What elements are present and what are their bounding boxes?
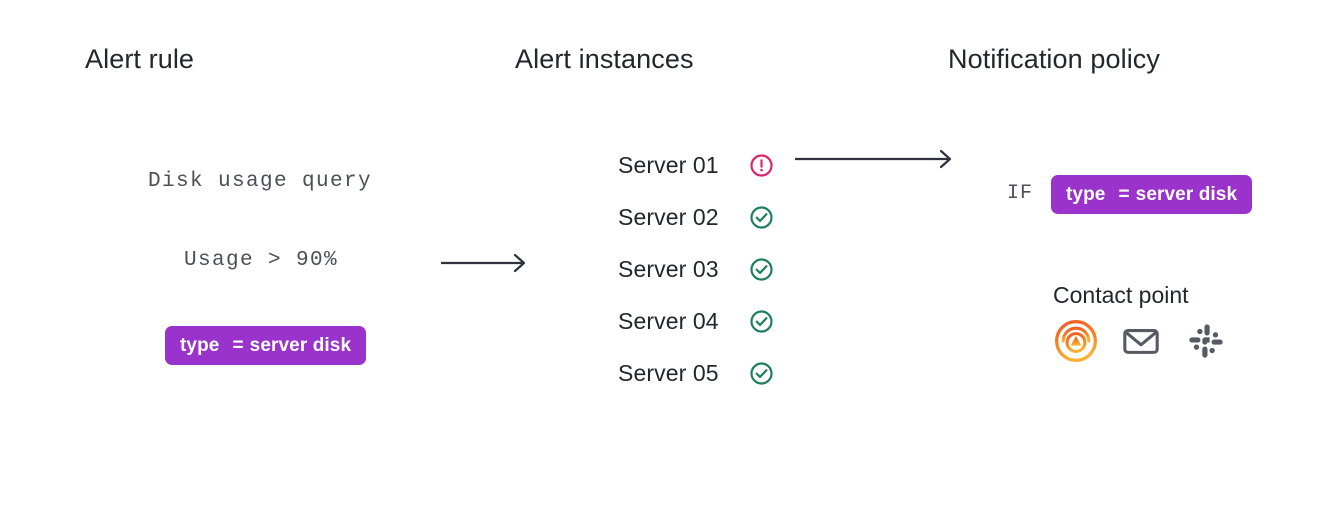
contact-point-icon-list bbox=[1051, 316, 1231, 366]
arrow-instance-to-policy bbox=[795, 149, 952, 169]
alert-instance-name: Server 02 bbox=[618, 203, 719, 230]
label-operator: = bbox=[232, 334, 244, 356]
arrow-rule-to-instances bbox=[441, 253, 526, 273]
alert-rule-condition-text: Usage > 90% bbox=[184, 249, 339, 272]
alert-instance-name: Server 04 bbox=[618, 307, 719, 334]
email-envelope-icon bbox=[1116, 316, 1166, 366]
alert-instance-name: Server 01 bbox=[618, 151, 719, 178]
column-title-notification-policy: Notification policy bbox=[948, 44, 1160, 74]
label-value: server disk bbox=[249, 334, 352, 356]
alert-instance-row: Server 05 bbox=[618, 358, 788, 388]
alert-rule-label-badge: type = server disk bbox=[165, 326, 367, 365]
notification-policy-matcher-badge: type = server disk bbox=[1051, 175, 1253, 214]
column-title-alert-instances: Alert instances bbox=[515, 44, 694, 74]
alert-instance-row: Server 02 bbox=[618, 202, 788, 232]
policy-if-keyword: IF bbox=[1007, 182, 1034, 205]
check-circle-icon bbox=[748, 256, 774, 282]
slack-logo-icon bbox=[1181, 316, 1231, 366]
exclamation-circle-icon bbox=[748, 152, 774, 178]
alert-instance-row: Server 04 bbox=[618, 306, 788, 336]
contact-point-title: Contact point bbox=[1053, 282, 1189, 308]
alert-instance-name: Server 05 bbox=[618, 359, 719, 386]
matcher-operator: = bbox=[1118, 183, 1130, 205]
label-key: type bbox=[180, 334, 220, 356]
check-circle-icon bbox=[748, 360, 774, 386]
alert-instance-row: Server 03 bbox=[618, 254, 788, 284]
column-title-alert-rule: Alert rule bbox=[85, 44, 195, 74]
grafana-logo-icon bbox=[1051, 316, 1101, 366]
matcher-value: server disk bbox=[1135, 183, 1238, 205]
check-circle-icon bbox=[748, 204, 774, 230]
alert-instance-row: Server 01 bbox=[618, 150, 788, 180]
check-circle-icon bbox=[748, 308, 774, 334]
alert-instance-name: Server 03 bbox=[618, 255, 719, 282]
matcher-key: type bbox=[1066, 183, 1106, 205]
alert-rule-query-text: Disk usage query bbox=[148, 170, 373, 193]
